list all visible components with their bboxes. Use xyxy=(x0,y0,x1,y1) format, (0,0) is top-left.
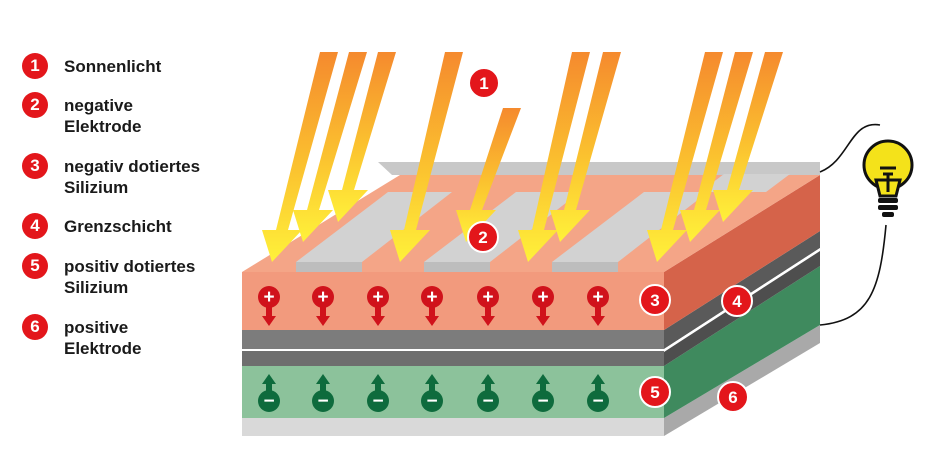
marker-sunlight: 1 xyxy=(468,67,500,99)
p-silicon-front xyxy=(242,366,664,418)
positive-charge-icon: + xyxy=(587,286,609,326)
negative-charge-icon: − xyxy=(587,374,609,412)
svg-text:−: − xyxy=(592,391,603,412)
negative-charge-icon: − xyxy=(421,374,443,412)
marker-junction: 4 xyxy=(721,285,753,317)
junction-layer-lower-front xyxy=(242,351,664,366)
svg-text:+: + xyxy=(592,287,603,308)
negative-charge-icon: − xyxy=(367,374,389,412)
svg-text:−: − xyxy=(263,391,274,412)
junction-separator-front xyxy=(242,349,664,351)
sunlight-ray-icon xyxy=(262,52,396,262)
positive-charge-icon: + xyxy=(258,286,280,326)
positive-charge-icon: + xyxy=(532,286,554,326)
negative-charge-icon: − xyxy=(532,374,554,412)
wire-top xyxy=(819,123,881,173)
svg-text:−: − xyxy=(372,391,383,412)
svg-text:−: − xyxy=(482,391,493,412)
positive-charge-icon: + xyxy=(367,286,389,326)
legend-badge: 1 xyxy=(22,53,48,79)
marker-negative-electrode: 2 xyxy=(467,221,499,253)
n-silicon-side xyxy=(664,175,820,330)
svg-text:2: 2 xyxy=(478,228,487,247)
sunlight-ray-icon xyxy=(390,52,521,262)
sunlight-ray-icon xyxy=(647,52,783,262)
marker-positive-electrode: 6 xyxy=(717,381,749,413)
svg-text:4: 4 xyxy=(732,292,742,311)
marker-p-silicon: 5 xyxy=(639,376,671,408)
n-silicon-front xyxy=(242,272,664,330)
legend-label: Sonnenlicht xyxy=(64,57,162,76)
wire-bottom xyxy=(819,224,887,326)
legend-badge: 5 xyxy=(22,253,48,279)
light-bulb-icon xyxy=(862,139,914,217)
svg-text:1: 1 xyxy=(479,74,488,93)
svg-text:−: − xyxy=(537,391,548,412)
svg-text:6: 6 xyxy=(728,388,737,407)
svg-text:+: + xyxy=(263,287,274,308)
legend-badge: 4 xyxy=(22,213,48,239)
legend-label: Grenzschicht xyxy=(64,217,172,236)
svg-text:+: + xyxy=(317,287,328,308)
p-silicon-side xyxy=(664,266,820,418)
junction-layer-front xyxy=(242,330,664,349)
legend-badge: 2 xyxy=(22,92,48,118)
positive-charge-markers: + + + + + + + xyxy=(258,286,609,326)
svg-text:+: + xyxy=(482,287,493,308)
negative-charge-icon: − xyxy=(477,374,499,412)
legend-item-sunlight: 1 Sonnenlicht xyxy=(22,53,254,79)
svg-text:3: 3 xyxy=(650,291,659,310)
svg-text:+: + xyxy=(372,287,383,308)
svg-text:−: − xyxy=(317,391,328,412)
positive-charge-icon: + xyxy=(421,286,443,326)
svg-text:5: 5 xyxy=(650,383,659,402)
positive-charge-icon: + xyxy=(312,286,334,326)
positive-electrode-front xyxy=(242,418,664,436)
svg-text:+: + xyxy=(426,287,437,308)
svg-text:+: + xyxy=(537,287,548,308)
legend-badge: 3 xyxy=(22,153,48,179)
negative-charge-icon: − xyxy=(258,374,280,412)
negative-charge-icon: − xyxy=(312,374,334,412)
electrode-back-bar xyxy=(378,162,820,175)
positive-electrode-side xyxy=(664,325,820,436)
sunlight-ray-icon xyxy=(518,52,621,262)
marker-n-silicon: 3 xyxy=(639,284,671,316)
positive-charge-icon: + xyxy=(477,286,499,326)
negative-charge-markers: −−−−−−− xyxy=(258,374,609,412)
legend-badge: 6 xyxy=(22,314,48,340)
legend-item-junction: 4 Grenzschicht xyxy=(22,213,254,239)
svg-text:−: − xyxy=(426,391,437,412)
